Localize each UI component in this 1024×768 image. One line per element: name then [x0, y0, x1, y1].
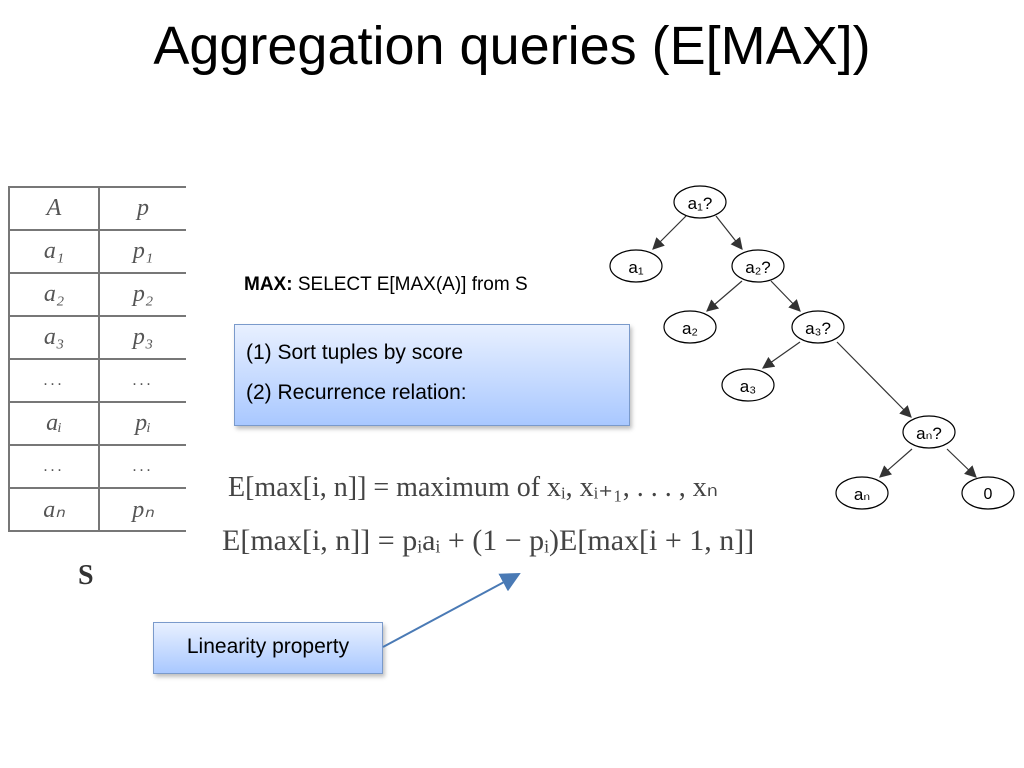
- column-header-a: A: [8, 186, 100, 231]
- table-cell: a₂: [8, 273, 100, 317]
- table-row: aₙ pₙ: [8, 488, 186, 532]
- tree-edge: [946, 448, 977, 478]
- tree-leaf-a1: a₁: [609, 249, 663, 283]
- table-cell: p₁: [99, 230, 186, 274]
- query-label: MAX:: [244, 274, 293, 295]
- table-header-row: A p: [8, 186, 186, 231]
- tree-node-label: aₙ?: [916, 424, 942, 443]
- table-row: a₁ p₁: [8, 230, 186, 274]
- tree-node-label: 0: [984, 486, 993, 503]
- tree-edge: [836, 341, 912, 418]
- tree-node-label: a₂?: [745, 258, 771, 277]
- tree-leaf-an: aₙ: [835, 476, 889, 510]
- tree-edge: [715, 215, 743, 250]
- step-sort: (1) Sort tuples by score: [246, 341, 464, 364]
- equation-definition: E[max[i, n]] = maximum of xᵢ, xᵢ₊₁, . . …: [228, 472, 718, 503]
- tree-node-label: a₂: [682, 319, 698, 338]
- callout-arrow: [382, 573, 521, 648]
- relation-table: A p a₁ p₁ a₂ p₂ a₃ p₃ ... ... aᵢ pᵢ ... …: [8, 186, 186, 532]
- table-cell: a₁: [8, 230, 100, 274]
- tree-leaf-a2: a₂: [663, 310, 717, 344]
- table-cell: ...: [8, 445, 100, 489]
- tree-node-a3-question: a₃?: [791, 310, 845, 344]
- table-row: a₃ p₃: [8, 316, 186, 360]
- tree-node-a1-question: a₁?: [673, 185, 727, 219]
- table-cell: aᵢ: [8, 402, 100, 446]
- tree-node-an-question: aₙ?: [902, 415, 956, 449]
- tree-node-label: aₙ: [854, 485, 870, 504]
- tree-node-label: a₁: [628, 258, 643, 277]
- table-cell: p₂: [99, 273, 186, 317]
- table-cell: a₃: [8, 316, 100, 360]
- query-line: MAX: SELECT E[MAX(A)] from S: [244, 274, 528, 296]
- linearity-callout: Linearity property: [153, 622, 383, 674]
- table-cell: ...: [99, 445, 186, 489]
- slide-title: Aggregation queries (E[MAX]): [153, 16, 871, 76]
- table-cell: aₙ: [8, 488, 100, 532]
- tree-node-label: a₃?: [805, 319, 831, 338]
- equation-recurrence: E[max[i, n]] = pᵢaᵢ + (1 − pᵢ)E[max[i + …: [222, 524, 755, 557]
- table-row: aᵢ pᵢ: [8, 402, 186, 446]
- tree-node-a2-question: a₂?: [731, 249, 785, 283]
- tree-edge: [879, 448, 913, 478]
- tree-node-label: a₃: [740, 377, 756, 396]
- tree-edge: [706, 280, 743, 312]
- column-header-p: p: [99, 186, 186, 231]
- table-cell: p₃: [99, 316, 186, 360]
- table-cell: ...: [8, 359, 100, 403]
- relation-name: S: [78, 560, 94, 591]
- table-cell: pₙ: [99, 488, 186, 532]
- tree-leaf-zero: 0: [961, 476, 1015, 510]
- table-row: ... ...: [8, 359, 186, 403]
- tree-node-label: a₁?: [688, 194, 713, 213]
- tree-edge: [762, 341, 801, 369]
- tree-edge: [770, 280, 801, 312]
- step-recurrence: (2) Recurrence relation:: [246, 381, 467, 404]
- tree-leaf-a3: a₃: [721, 368, 775, 402]
- table-cell: pᵢ: [99, 402, 186, 446]
- query-text: SELECT E[MAX(A)] from S: [297, 274, 528, 295]
- table-row: a₂ p₂: [8, 273, 186, 317]
- tree-edge: [652, 215, 687, 250]
- table-row: ... ...: [8, 445, 186, 489]
- steps-box: (1) Sort tuples by score (2) Recurrence …: [234, 324, 630, 426]
- table-cell: ...: [99, 359, 186, 403]
